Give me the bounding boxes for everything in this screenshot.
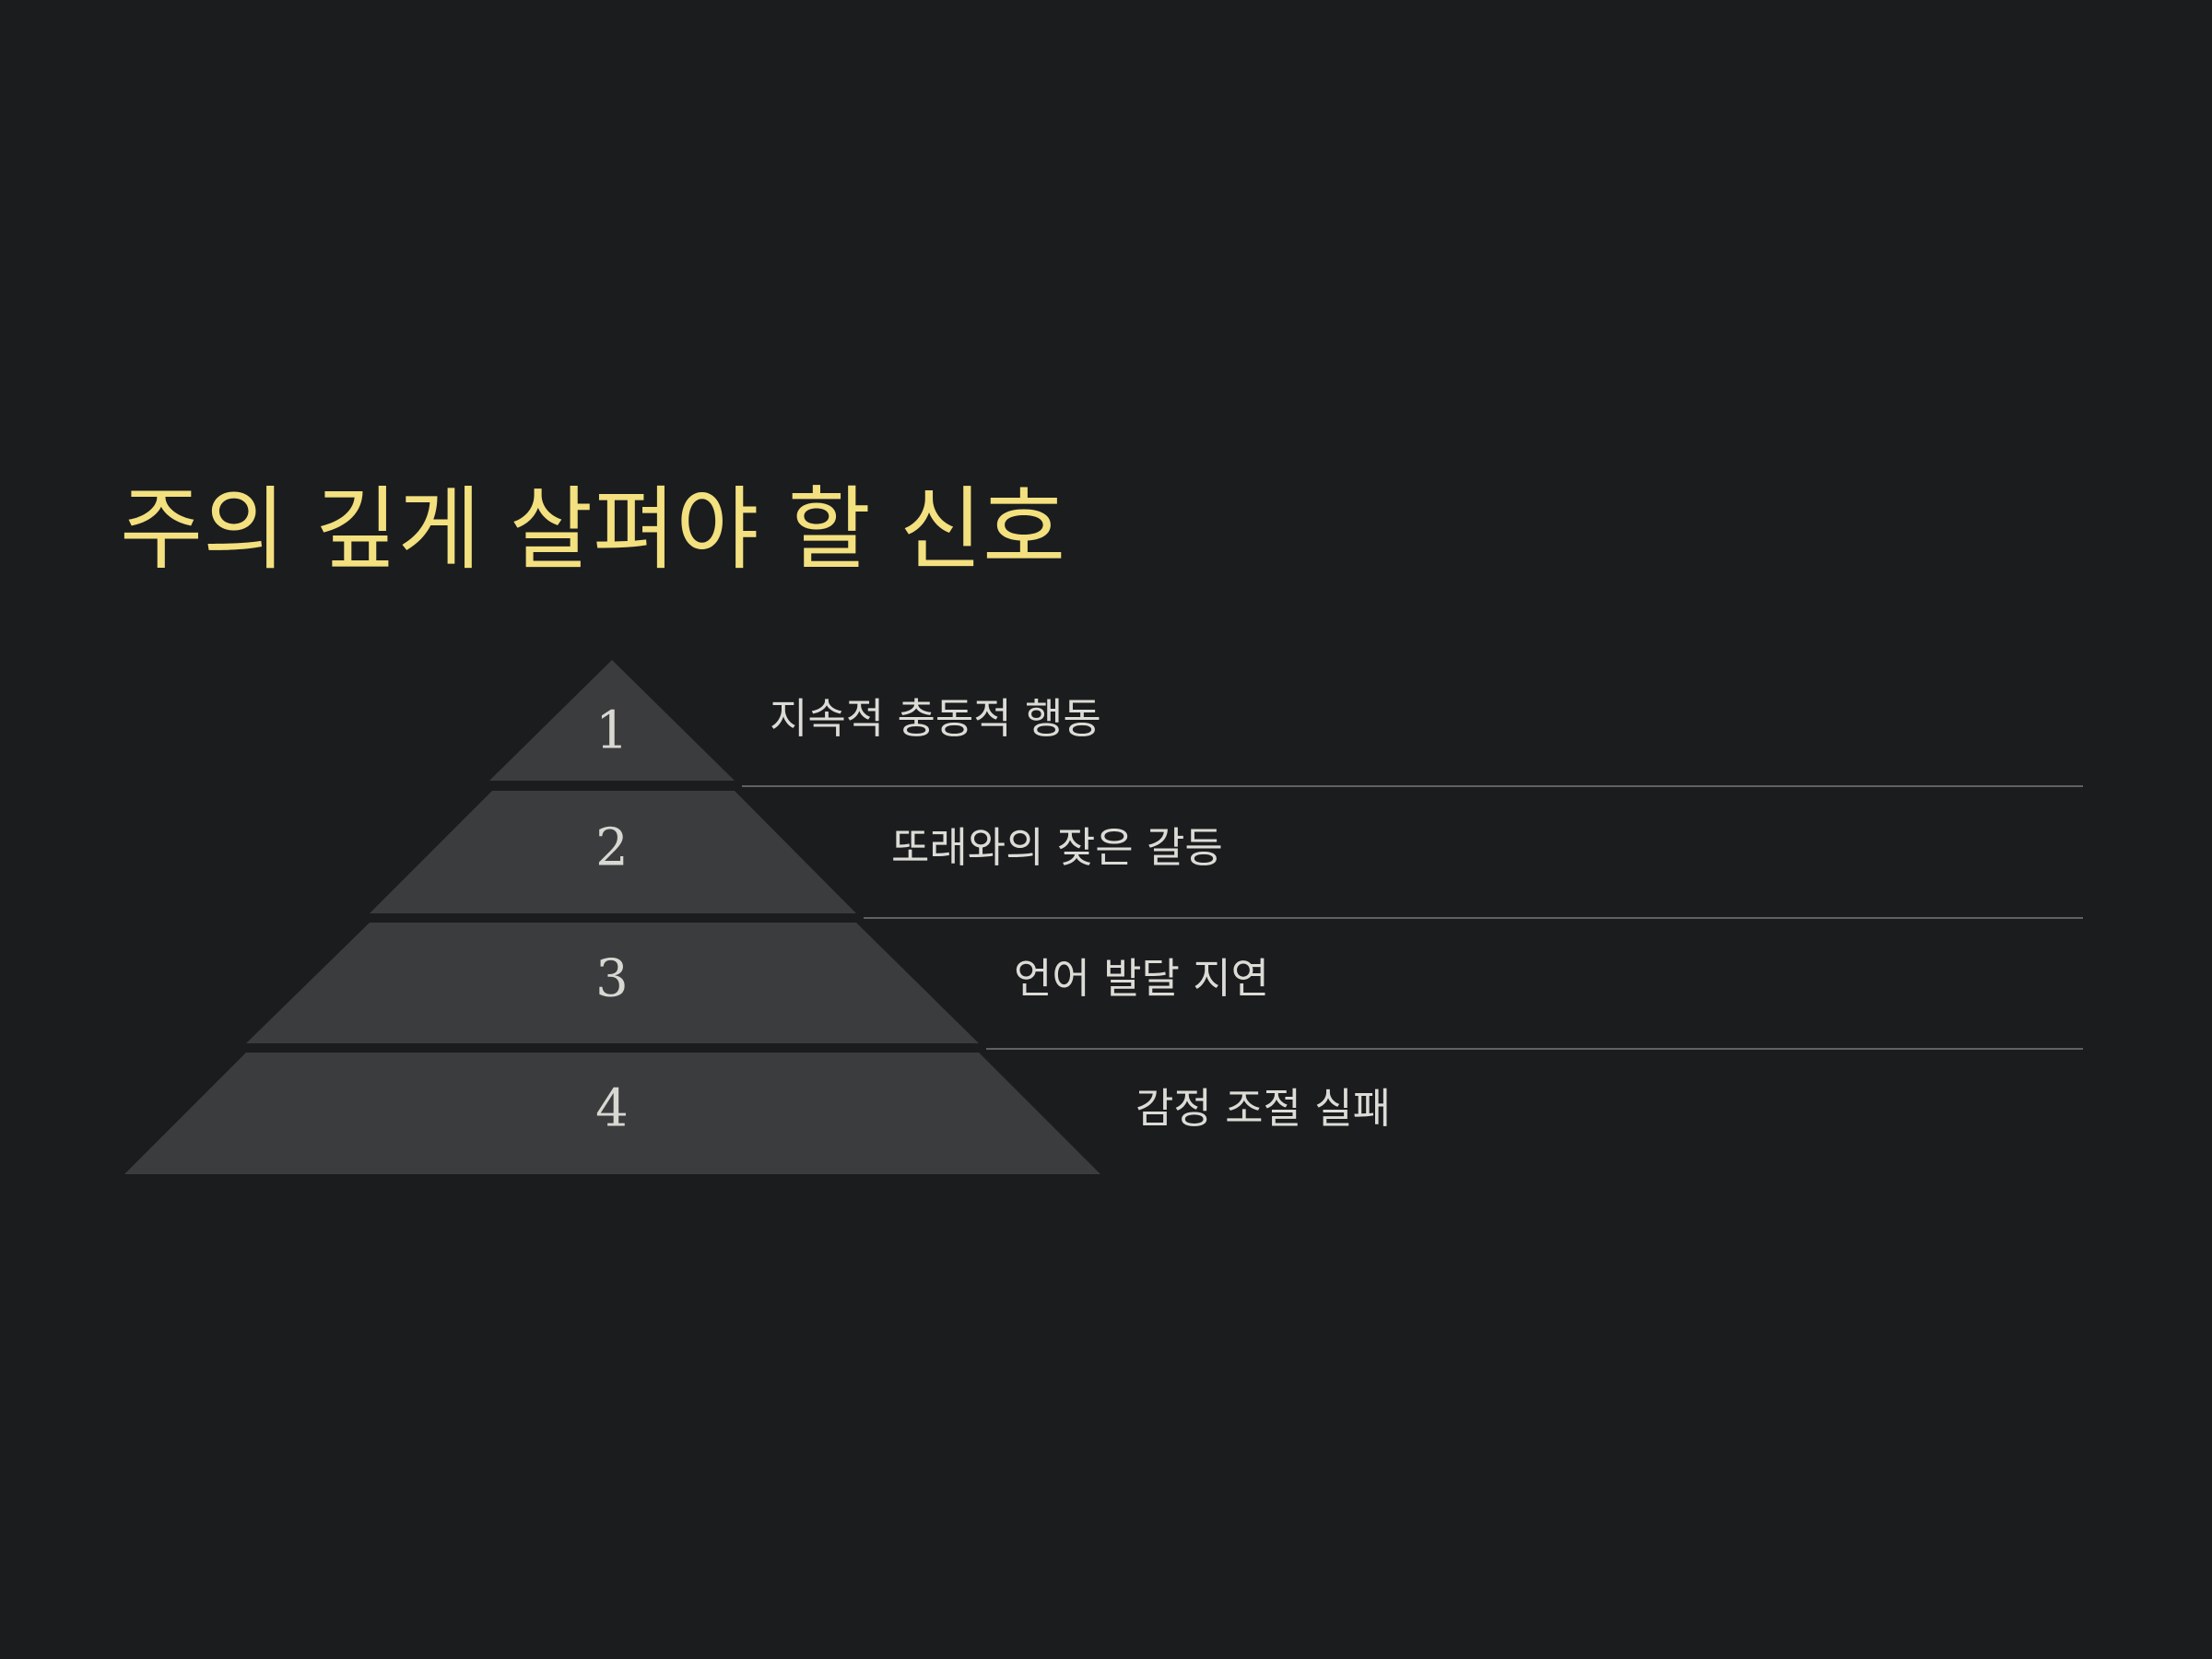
pyramid-tier-2-shape — [370, 791, 856, 913]
pyramid-tier-4-number: 4 — [595, 1079, 629, 1139]
pyramid-tier-1-number: 1 — [595, 701, 629, 761]
pyramid-tier-3: 3 — [246, 923, 979, 1043]
pyramid-tier-2-label: 또래와의 잦은 갈등 — [891, 823, 1223, 872]
pyramid-tier-4-label: 감정 조절 실패 — [1135, 1084, 1392, 1133]
pyramid-tier-1: 1 — [489, 660, 735, 781]
pyramid-tier-3-label: 언어 발달 지연 — [1014, 954, 1270, 1003]
pyramid-tier-2: 2 — [370, 791, 856, 913]
slide-title: 주의 깊게 살펴야 할 신호 — [120, 477, 1066, 582]
pyramid-tier-1-shape — [489, 660, 735, 781]
pyramid-tier-1-label: 지속적 충동적 행동 — [770, 694, 1101, 743]
pyramid-tier-2-number: 2 — [595, 818, 629, 878]
pyramid-tier-4: 4 — [124, 1053, 1100, 1174]
pyramid-tier-3-number: 3 — [595, 949, 629, 1009]
pyramid-tier-3-shape — [246, 923, 979, 1043]
pyramid-tier-4-shape — [124, 1053, 1100, 1174]
